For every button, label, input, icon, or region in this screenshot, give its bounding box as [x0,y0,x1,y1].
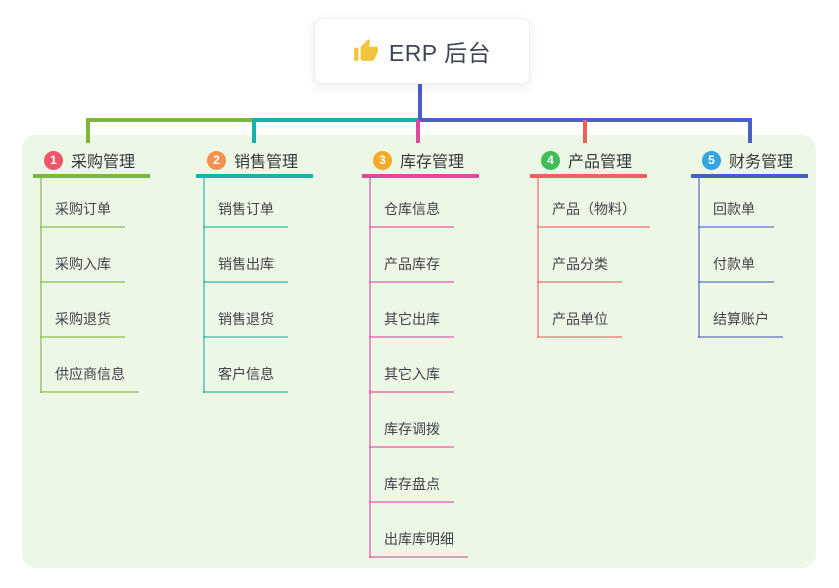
connector-segment [583,120,587,143]
connector-segment [416,120,420,143]
branch-children: 产品（物料）产品分类产品单位 [537,174,650,338]
branch-number-badge: 5 [702,150,721,170]
branches-panel [22,135,816,568]
branch-1: 1 采购管理采购订单采购入库采购退货供应商信息 [33,148,150,393]
child-node[interactable]: 产品单位 [537,283,622,338]
branch-header-4[interactable]: 4 产品管理 [530,148,647,178]
branch-number-badge: 2 [207,150,226,170]
connector-segment [748,120,752,143]
child-node[interactable]: 产品分类 [537,228,622,283]
branch-2: 2 销售管理销售订单销售出库销售退货客户信息 [196,148,313,393]
branch-children: 回款单付款单结算账户 [698,174,808,338]
branch-header-2[interactable]: 2 销售管理 [196,148,313,178]
branch-3: 3 库存管理仓库信息产品库存其它出库其它入库库存调拨库存盘点出库库明细 [362,148,479,558]
child-node[interactable]: 仓库信息 [369,178,454,228]
child-node[interactable]: 库存盘点 [369,448,454,503]
child-node[interactable]: 出库库明细 [369,503,468,558]
child-node[interactable]: 库存调拨 [369,393,454,448]
child-node[interactable]: 回款单 [698,178,774,228]
connector-segment [86,118,256,122]
branch-header-3[interactable]: 3 库存管理 [362,148,479,178]
root-node[interactable]: ERP 后台 [314,18,530,84]
branch-number-badge: 3 [373,150,392,170]
connector-segment [86,118,90,143]
child-node[interactable]: 销售订单 [203,178,288,228]
branch-4: 4 产品管理产品（物料）产品分类产品单位 [530,148,650,338]
child-node[interactable]: 销售退货 [203,283,288,338]
branch-children: 仓库信息产品库存其它出库其它入库库存调拨库存盘点出库库明细 [369,174,479,558]
branch-children: 采购订单采购入库采购退货供应商信息 [40,174,150,393]
child-node[interactable]: 采购入库 [40,228,125,283]
child-node[interactable]: 结算账户 [698,283,783,338]
connector-segment [252,118,256,143]
child-node[interactable]: 销售出库 [203,228,288,283]
child-node[interactable]: 产品（物料） [537,178,650,228]
branch-number-badge: 4 [541,150,560,170]
branch-header-5[interactable]: 5 财务管理 [691,148,808,178]
branch-title: 采购管理 [71,154,136,171]
branch-header-1[interactable]: 1 采购管理 [33,148,150,178]
branch-title: 库存管理 [400,154,465,171]
branch-5: 5 财务管理回款单付款单结算账户 [691,148,808,338]
thumbs-up-icon [353,38,379,64]
branch-title: 财务管理 [729,154,794,171]
branch-number-badge: 1 [44,150,63,170]
child-node[interactable]: 产品库存 [369,228,454,283]
connector-segment [418,82,422,122]
child-node[interactable]: 采购订单 [40,178,125,228]
child-node[interactable]: 采购退货 [40,283,125,338]
root-label: ERP 后台 [388,40,492,66]
branch-children: 销售订单销售出库销售退货客户信息 [203,174,313,393]
child-node[interactable]: 其它入库 [369,338,454,393]
child-node[interactable]: 付款单 [698,228,774,283]
child-node[interactable]: 客户信息 [203,338,288,393]
branch-title: 产品管理 [568,154,633,171]
child-node[interactable]: 供应商信息 [40,338,139,393]
branch-title: 销售管理 [234,154,299,171]
connector-segment [252,118,420,122]
child-node[interactable]: 其它出库 [369,283,454,338]
